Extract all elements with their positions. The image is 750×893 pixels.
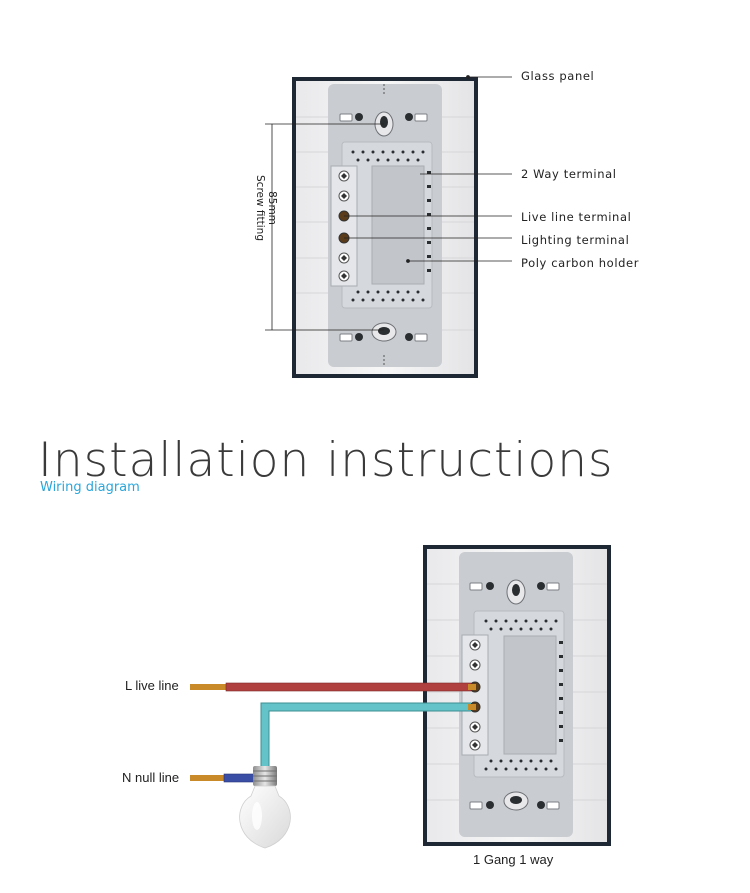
two-way-terminal-label: 2 Way terminal (521, 167, 617, 181)
null-wire (223, 773, 257, 783)
dimension-value: 85mm (266, 191, 278, 225)
dimension-line (265, 123, 384, 331)
screw-hole (405, 113, 413, 121)
terminal-block (330, 165, 358, 287)
null-line-label: N null line (122, 770, 180, 785)
wires (190, 682, 476, 783)
callout-lines (344, 75, 512, 263)
module-window (371, 165, 425, 285)
section-subtitle: Wiring diagram (40, 480, 140, 495)
screw-hole (355, 113, 363, 121)
live-wire-copper (190, 684, 226, 690)
screw-hole (355, 333, 363, 341)
vent-dots (351, 150, 431, 302)
wiring-caption: 1 Gang 1 way (473, 852, 554, 867)
top-switch (292, 77, 478, 378)
slot (339, 333, 353, 342)
slot (414, 113, 428, 122)
wiring-switch (423, 545, 611, 846)
top-mount-screw-hole (380, 116, 388, 128)
glass-panel-label: Glass panel (521, 69, 595, 83)
lamp-wire (261, 703, 471, 770)
dimension-label: 85mm Screw fitting (254, 168, 278, 248)
live-wire (225, 682, 472, 692)
dimension-text: Screw fitting (254, 175, 266, 241)
lighting-terminal-label: Lighting terminal (521, 233, 630, 247)
light-bulb-icon (239, 766, 291, 849)
slot (339, 113, 353, 122)
screw-hole (405, 333, 413, 341)
poly-carbon-holder-label: Poly carbon holder (521, 256, 640, 270)
live-line-terminal-label: Live line terminal (521, 210, 632, 224)
section-title: Installation instructions (38, 433, 614, 488)
null-wire-copper (190, 775, 224, 781)
bottom-mount-screw-hole (378, 327, 390, 335)
slot (414, 333, 428, 342)
live-line-label: L live line (125, 678, 179, 693)
